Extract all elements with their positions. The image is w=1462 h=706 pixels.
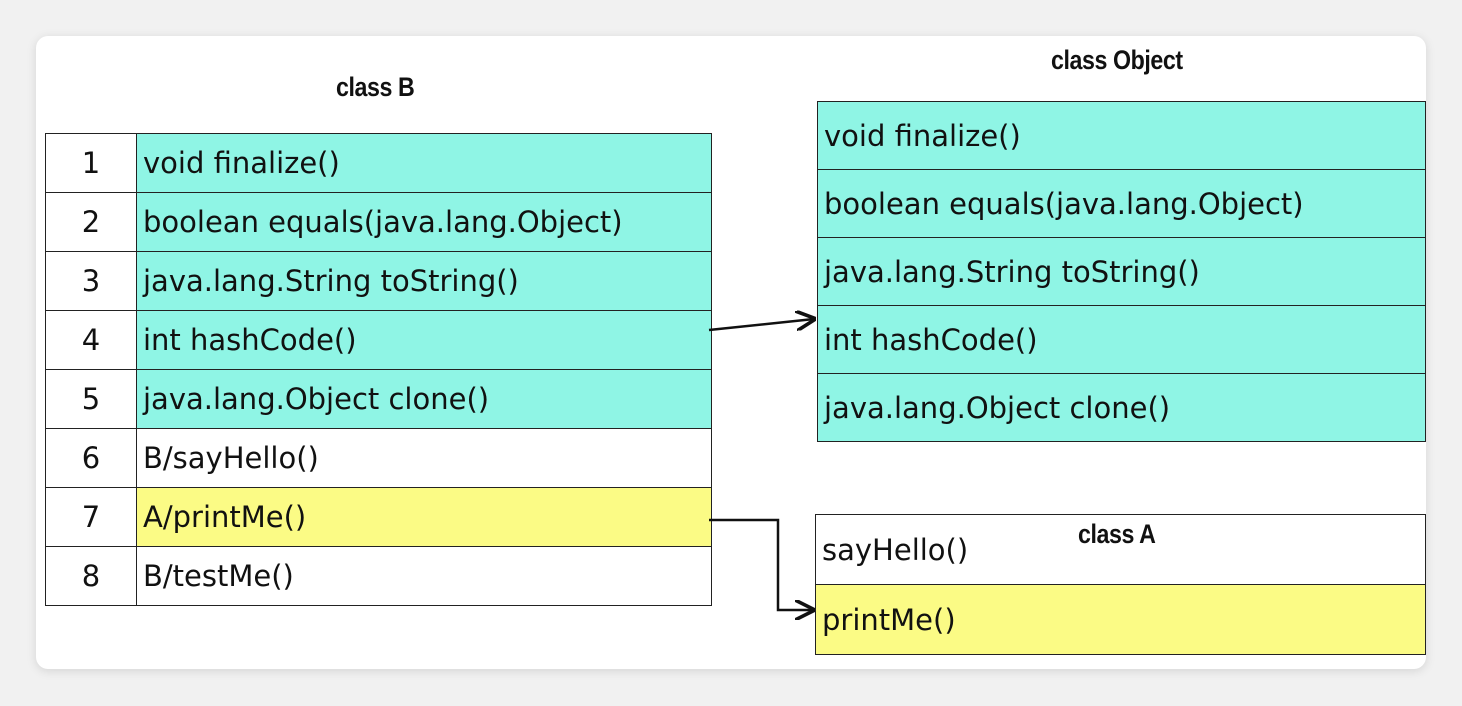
row-method: java.lang.Object clone() (817, 373, 1426, 442)
row-index: 6 (45, 428, 137, 488)
class-a-row: printMe() (815, 584, 1426, 655)
class-b-title: class B (336, 72, 415, 102)
class-object-vtable: void finalize() boolean equals(java.lang… (817, 101, 1426, 442)
vtable-row: 7 A/printMe() (45, 487, 712, 547)
row-index: 3 (45, 251, 137, 311)
row-method: void finalize() (136, 133, 712, 193)
row-method: B/sayHello() (136, 428, 712, 488)
vtable-row: 2 boolean equals(java.lang.Object) (45, 192, 712, 252)
object-row: void finalize() (817, 101, 1426, 170)
vtable-row: 1 void finalize() (45, 133, 712, 193)
row-index: 5 (45, 369, 137, 429)
row-method: int hashCode() (136, 310, 712, 370)
vtable-row: 6 B/sayHello() (45, 428, 712, 488)
row-index: 8 (45, 546, 137, 606)
class-a-title: class A (1078, 519, 1156, 549)
vtable-row: 5 java.lang.Object clone() (45, 369, 712, 429)
diagram-card: class B class Object 1 void finalize() 2… (36, 36, 1426, 669)
row-method: int hashCode() (817, 305, 1426, 374)
class-object-title: class Object (1051, 45, 1183, 75)
inherit-arrow (708, 319, 814, 332)
row-method: java.lang.String toString() (817, 237, 1426, 306)
object-row: int hashCode() (817, 305, 1426, 374)
row-index: 7 (45, 487, 137, 547)
row-index: 4 (45, 310, 137, 370)
arrows-layer (708, 36, 1426, 669)
row-method: boolean equals(java.lang.Object) (817, 169, 1426, 238)
row-method: printMe() (815, 584, 1426, 655)
row-method: java.lang.Object clone() (136, 369, 712, 429)
vtable-row: 8 B/testMe() (45, 546, 712, 606)
object-row: boolean equals(java.lang.Object) (817, 169, 1426, 238)
row-index: 1 (45, 133, 137, 193)
class-a-row: sayHello() (815, 514, 1426, 585)
override-arrow (709, 518, 813, 610)
class-b-vtable: 1 void finalize() 2 boolean equals(java.… (45, 133, 712, 606)
class-a-vtable: sayHello() printMe() (815, 514, 1426, 655)
object-row: java.lang.Object clone() (817, 373, 1426, 442)
row-method: java.lang.String toString() (136, 251, 712, 311)
row-method: void finalize() (817, 101, 1426, 170)
vtable-row: 3 java.lang.String toString() (45, 251, 712, 311)
row-method: sayHello() (815, 514, 1426, 585)
object-row: java.lang.String toString() (817, 237, 1426, 306)
row-method: B/testMe() (136, 546, 712, 606)
row-method: boolean equals(java.lang.Object) (136, 192, 712, 252)
row-method: A/printMe() (136, 487, 712, 547)
vtable-row: 4 int hashCode() (45, 310, 712, 370)
